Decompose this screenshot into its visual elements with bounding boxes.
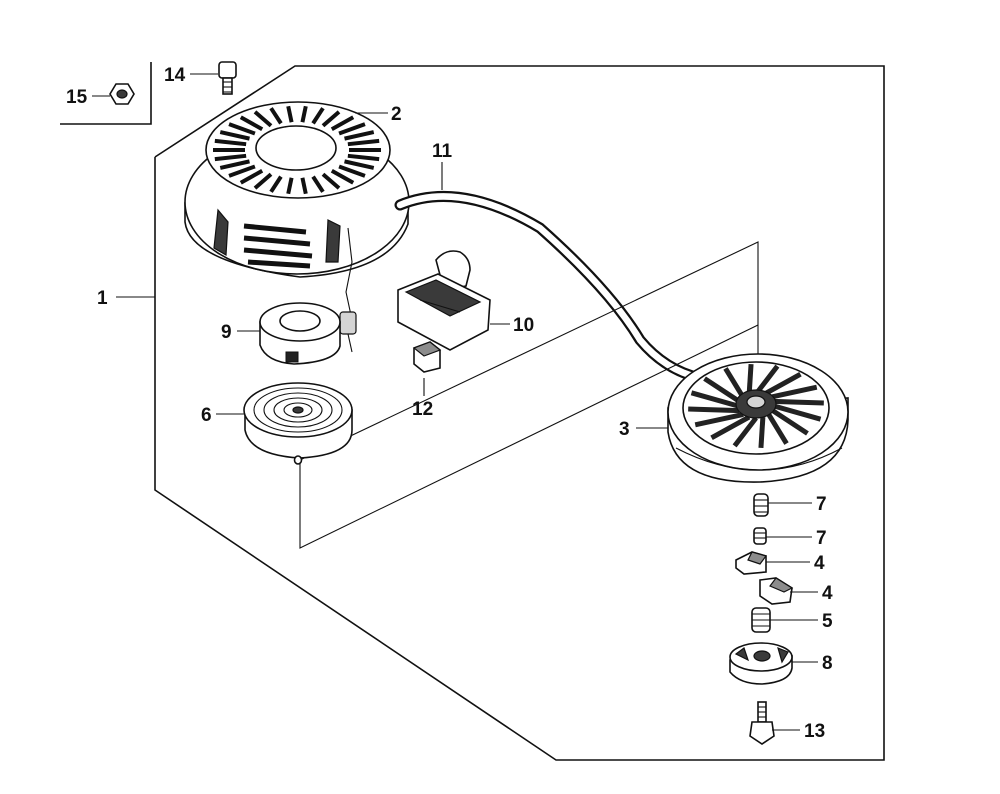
case-vent-slot — [219, 159, 250, 170]
case-vent-slot — [239, 115, 264, 131]
callout-11: 11 — [432, 141, 453, 162]
assembly-boundary — [154, 65, 885, 761]
callout-10: 10 — [513, 315, 534, 336]
reel-spoke — [766, 413, 789, 445]
callout-4-upper: 4 — [814, 553, 825, 574]
setting-bolt — [749, 701, 775, 745]
grip-knot — [412, 341, 442, 373]
callout-13: 13 — [804, 721, 825, 742]
callout-14: 14 — [164, 65, 186, 86]
spring-cover — [259, 302, 341, 365]
callout-8: 8 — [822, 653, 833, 674]
callout-7-lower: 7 — [816, 528, 827, 549]
case-vent-slot — [239, 169, 264, 185]
reel-spoke — [761, 372, 802, 398]
reel-spoke — [690, 390, 739, 409]
ratchet-spring-upper — [753, 493, 769, 517]
ratchet-lower — [759, 577, 794, 605]
case-vent-slot — [300, 177, 308, 195]
reel-spoke — [710, 414, 751, 440]
recoil-spring — [243, 382, 353, 465]
reel-spoke — [746, 363, 754, 396]
case-vent-slot — [347, 138, 380, 147]
callout-9: 9 — [221, 322, 232, 343]
case-vent-slot — [311, 107, 325, 125]
case-vent-slot — [330, 115, 355, 131]
callout-3: 3 — [619, 419, 630, 440]
callout-2: 2 — [391, 104, 402, 125]
case-vent-slot — [344, 130, 375, 141]
case-vent-slot — [338, 122, 366, 136]
callout-7-upper: 7 — [816, 494, 827, 515]
starter-case — [184, 101, 410, 353]
case-vent-slot — [269, 107, 283, 125]
reel-spoke — [694, 412, 744, 428]
callout-1: 1 — [97, 288, 108, 309]
case-vent-slot — [269, 175, 283, 193]
ratchet-guide — [729, 642, 793, 685]
reel-spoke — [758, 416, 766, 449]
case-vent-slot — [219, 130, 250, 141]
reel-spoke — [772, 398, 824, 406]
case-vent-slot — [286, 105, 294, 123]
case-vent-slot — [344, 159, 375, 170]
friction-spring — [751, 607, 771, 633]
ratchet-spring-lower — [753, 527, 767, 545]
case-vent-slot — [228, 122, 256, 136]
callout-labels: 1 2 3 4 4 5 6 7 7 8 9 10 11 12 13 14 15 — [66, 65, 833, 742]
reel-spoke — [732, 416, 758, 448]
case-vent-slot — [311, 175, 325, 193]
ratchet-upper — [735, 551, 768, 575]
case-vent-slot — [330, 169, 355, 185]
case-vent-slot — [300, 105, 308, 123]
reel-spoke — [723, 367, 746, 399]
reel-spoke — [768, 384, 818, 400]
case-vent-slot — [286, 177, 294, 195]
starter-reel — [667, 353, 849, 483]
callout-15: 15 — [66, 87, 88, 108]
case-vent-slot — [214, 153, 247, 162]
nut-15 — [109, 83, 135, 105]
case-vent-slot — [214, 138, 247, 147]
case-vent-slot — [228, 164, 256, 178]
case-vent-slot — [253, 172, 273, 190]
callout-4-lower: 4 — [822, 583, 833, 604]
case-vent-slot — [321, 172, 341, 190]
starter-grip — [397, 250, 491, 351]
reel-spoke — [754, 364, 780, 396]
callout-6: 6 — [201, 405, 212, 426]
reel-spoke — [688, 406, 740, 414]
inset-box — [60, 62, 152, 125]
reel-spoke — [773, 403, 822, 422]
callout-12: 12 — [412, 399, 433, 420]
case-vent-slot — [321, 110, 341, 128]
guide-line-lower — [299, 324, 759, 549]
leader-lines — [92, 73, 818, 731]
case-vent-slot — [347, 153, 380, 162]
case-vent-slot — [253, 110, 273, 128]
bolt-14 — [218, 61, 237, 95]
reel-spoke — [771, 408, 809, 436]
case-vent-slot — [338, 164, 366, 178]
callout-5: 5 — [822, 611, 833, 632]
reel-spoke — [703, 376, 741, 404]
